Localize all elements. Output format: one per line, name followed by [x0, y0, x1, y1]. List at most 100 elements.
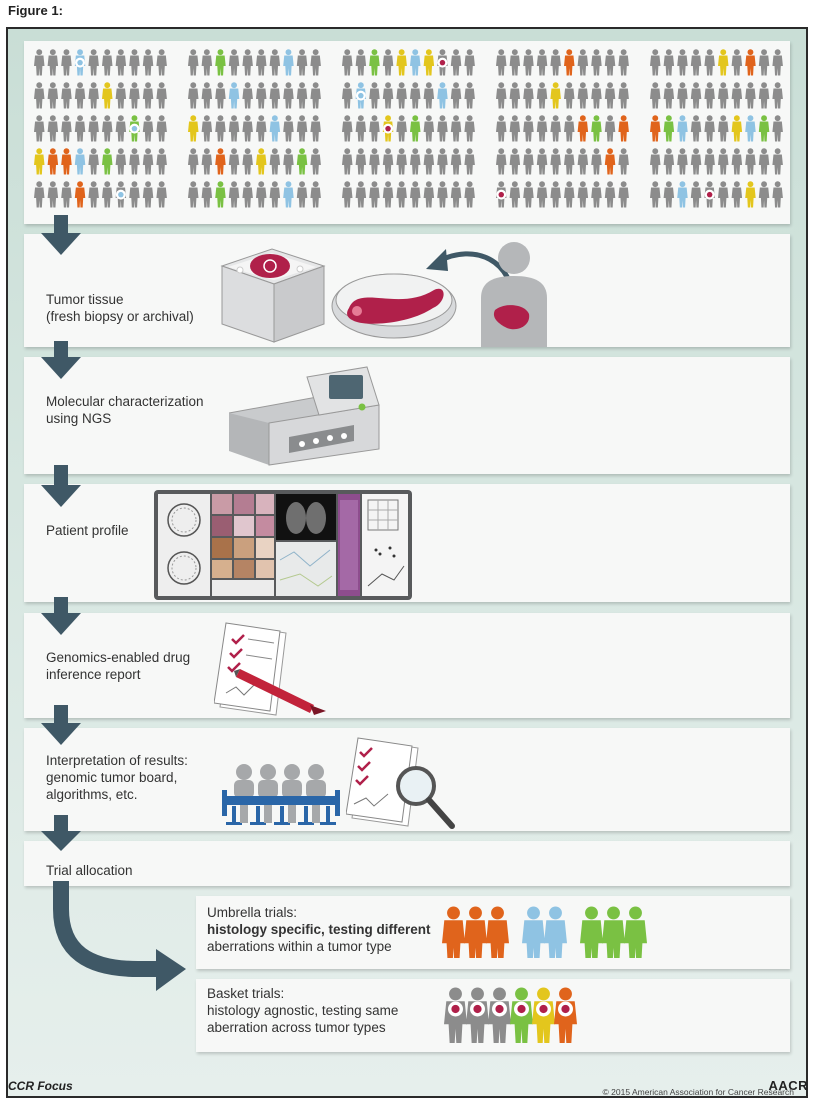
- person-icon: [215, 181, 226, 208]
- petri-dish-icon: [331, 273, 457, 339]
- person-icon: [591, 115, 602, 142]
- down-arrow-1: [41, 215, 81, 255]
- person-icon: [523, 148, 534, 175]
- interpretation-label: Interpretation of results: genomic tumor…: [46, 753, 188, 802]
- person-icon: [396, 49, 407, 76]
- person-icon: [382, 181, 394, 208]
- curved-allocation-arrow: [53, 881, 158, 977]
- person-icon: [369, 82, 380, 109]
- report-checklist-icon: [214, 622, 326, 716]
- person-icon: [102, 82, 113, 109]
- basket-title: Basket trials:: [207, 986, 285, 1001]
- person-icon: [34, 148, 45, 175]
- person-icon: [523, 115, 534, 142]
- person-icon: [242, 115, 253, 142]
- person-icon: [242, 148, 253, 175]
- person-icon: [437, 82, 448, 109]
- aberration-marker-dot: [498, 191, 504, 198]
- person-icon: [355, 181, 367, 208]
- person-icon: [256, 148, 267, 175]
- person-icon: [618, 148, 629, 175]
- person-icon: [269, 181, 281, 208]
- person-icon: [663, 82, 675, 109]
- person-icon: [604, 148, 616, 175]
- footer-journal-name: CCR Focus: [8, 1079, 73, 1093]
- person-icon: [550, 49, 561, 76]
- person-icon: [437, 115, 448, 142]
- person-icon: [618, 82, 629, 109]
- person-icon: [215, 82, 226, 109]
- person-icon: [296, 181, 308, 208]
- person-icon: [188, 181, 199, 208]
- person-icon: [718, 148, 729, 175]
- person-icon: [718, 181, 729, 208]
- person-icon: [618, 49, 629, 76]
- person-icon: [450, 181, 462, 208]
- person-icon: [355, 49, 367, 76]
- person-icon: [690, 115, 702, 142]
- person-icon: [677, 148, 688, 175]
- person-icon: [523, 49, 534, 76]
- person-icon: [745, 148, 756, 175]
- person-icon: [310, 82, 321, 109]
- person-icon: [564, 181, 575, 208]
- person-icon: [283, 115, 294, 142]
- person-icon: [591, 82, 602, 109]
- person-icon: [536, 49, 548, 76]
- basket-line1: histology agnostic, testing same: [207, 1003, 399, 1018]
- basket-trials-panel: Basket trials: histology agnostic, testi…: [196, 979, 790, 1052]
- person-icon: [663, 181, 675, 208]
- person-icon: [296, 115, 308, 142]
- person-icon: [129, 82, 140, 109]
- person-icon: [88, 115, 99, 142]
- person-icon: [718, 82, 729, 109]
- person-icon: [464, 115, 475, 142]
- aberration-marker-dot: [561, 1004, 570, 1014]
- person-icon: [591, 181, 602, 208]
- aberration-marker-dot: [517, 1004, 526, 1014]
- aberration-marker-dot: [385, 125, 391, 132]
- person-icon: [74, 181, 86, 208]
- person-icon: [544, 906, 567, 958]
- person-icon: [745, 49, 756, 76]
- person-icon: [650, 82, 661, 109]
- person-icon: [577, 181, 589, 208]
- person-icon: [142, 82, 154, 109]
- figure-frame: Tumor tissue (fresh biopsy or archival): [6, 27, 808, 1098]
- person-icon: [704, 115, 715, 142]
- person-icon: [731, 148, 743, 175]
- person-icon: [677, 115, 688, 142]
- person-icon: [269, 82, 281, 109]
- person-icon: [410, 49, 421, 76]
- person-icon: [342, 49, 353, 76]
- population-panel: [24, 41, 790, 224]
- person-icon: [772, 82, 783, 109]
- person-icon: [269, 148, 281, 175]
- person-icon: [577, 115, 589, 142]
- person-icon: [228, 115, 240, 142]
- person-icon: [242, 181, 253, 208]
- person-icon: [677, 82, 688, 109]
- person-icon: [536, 181, 548, 208]
- person-icon: [228, 148, 240, 175]
- person-icon: [464, 82, 475, 109]
- ngs-label: Molecular characterization using NGS: [46, 394, 204, 426]
- person-icon: [604, 82, 616, 109]
- person-icon: [283, 49, 294, 76]
- person-icon: [758, 181, 770, 208]
- aberration-marker-dot: [451, 1004, 460, 1014]
- person-icon: [369, 49, 380, 76]
- person-icon: [663, 148, 675, 175]
- umbrella-trials-panel: Umbrella trials: histology specific, tes…: [196, 896, 790, 969]
- person-icon: [396, 82, 407, 109]
- person-icon: [650, 49, 661, 76]
- person-icon: [188, 115, 199, 142]
- person-icon: [142, 148, 154, 175]
- tumor-board-icon: [222, 764, 340, 825]
- trial-allocation-label: Trial allocation: [46, 863, 133, 878]
- person-icon: [242, 82, 253, 109]
- person-icon: [450, 148, 462, 175]
- person-icon: [355, 148, 367, 175]
- person-icon: [618, 115, 629, 142]
- person-icon: [758, 148, 770, 175]
